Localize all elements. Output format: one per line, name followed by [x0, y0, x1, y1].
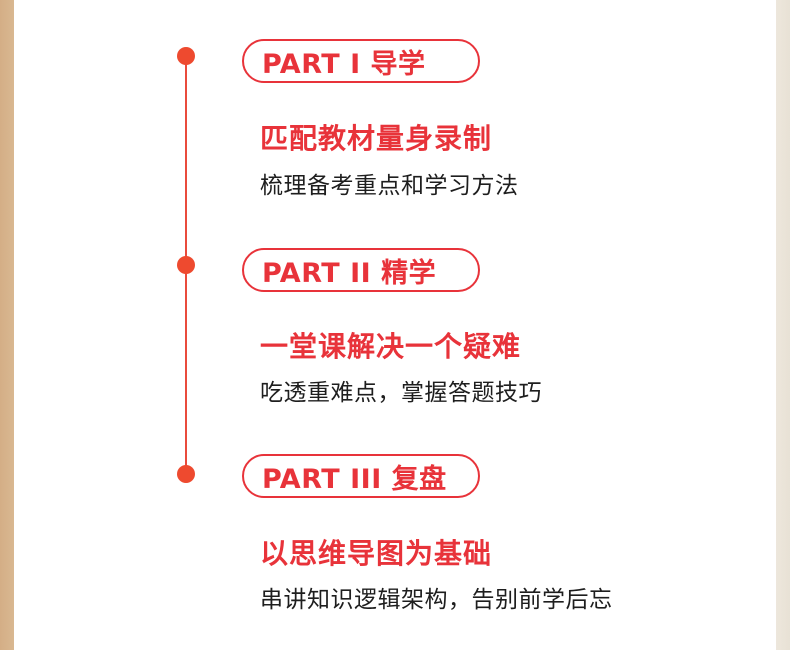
part-label-1: PART I 导学	[262, 48, 426, 80]
section-description-2: 吃透重难点，掌握答题技巧	[260, 380, 542, 406]
section-heading-1: 匹配教材量身录制	[260, 122, 493, 155]
section-description-1: 梳理备考重点和学习方法	[260, 173, 519, 199]
part-label-3: PART III 复盘	[262, 463, 447, 495]
timeline-dot-1	[177, 47, 195, 65]
section-heading-2: 一堂课解决一个疑难	[260, 330, 522, 363]
timeline-dot-3	[177, 465, 195, 483]
timeline-dot-2	[177, 256, 195, 274]
part-badge-2: PART II 精学	[242, 248, 480, 292]
part-badge-1: PART I 导学	[242, 39, 480, 83]
part-badge-3: PART III 复盘	[242, 454, 480, 498]
section-heading-3: 以思维导图为基础	[260, 537, 493, 570]
section-description-3: 串讲知识逻辑架构，告别前学后忘	[260, 587, 613, 613]
part-label-2: PART II 精学	[262, 257, 437, 289]
